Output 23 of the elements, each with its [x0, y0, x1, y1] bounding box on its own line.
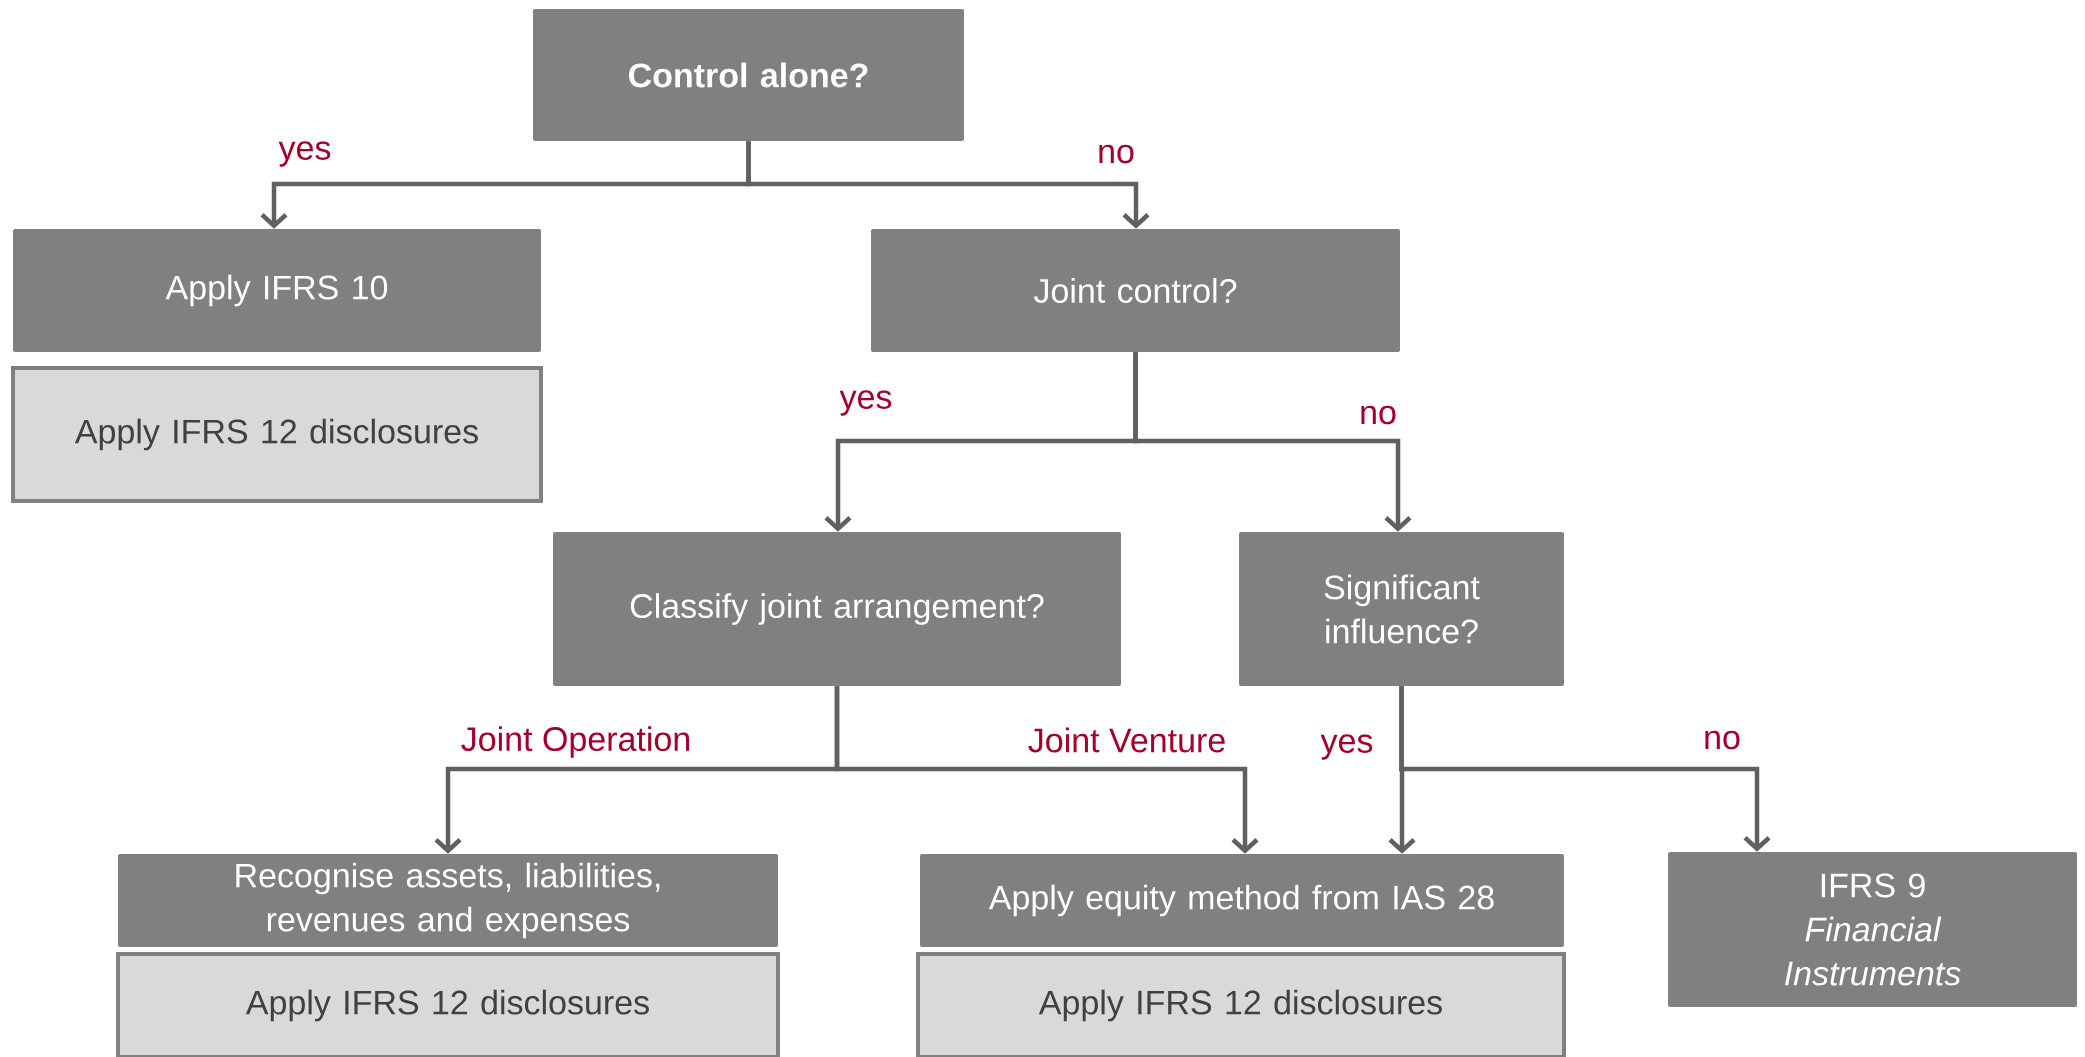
edge-label: Joint Operation: [458, 724, 694, 760]
process-box: Classify joint arrangement?: [553, 532, 1121, 686]
arrow: [1133, 352, 1412, 532]
edge-label: no: [1701, 728, 1743, 752]
edge-label: yes: [837, 388, 895, 418]
arrow: [1399, 686, 1771, 852]
edge-label: Joint Venture: [1025, 725, 1229, 755]
disclosure-box: Apply IFRS 12 disclosures: [916, 952, 1566, 1057]
disclosure-box: Apply IFRS 12 disclosures: [116, 952, 780, 1057]
edge-label: yes: [1318, 732, 1376, 762]
arrow: [746, 141, 1150, 229]
disclosure-box: Apply IFRS 12 disclosures: [11, 366, 543, 503]
arrow: [834, 686, 1259, 854]
process-box: Recognise assets, liabilities, revenues and expenses: [118, 854, 778, 947]
process-box: Control alone?: [533, 9, 964, 141]
edge-label: no: [1095, 142, 1137, 166]
process-box: Joint control?: [871, 229, 1400, 352]
process-box: Apply equity method from IAS 28: [920, 854, 1564, 947]
edge-label: yes: [276, 139, 334, 169]
edge-label: no: [1357, 403, 1399, 427]
process-box: IFRS 9 Financial Instruments: [1668, 852, 2077, 1007]
process-box: Significant influence?: [1239, 532, 1564, 686]
process-box: Apply IFRS 10: [13, 229, 541, 352]
